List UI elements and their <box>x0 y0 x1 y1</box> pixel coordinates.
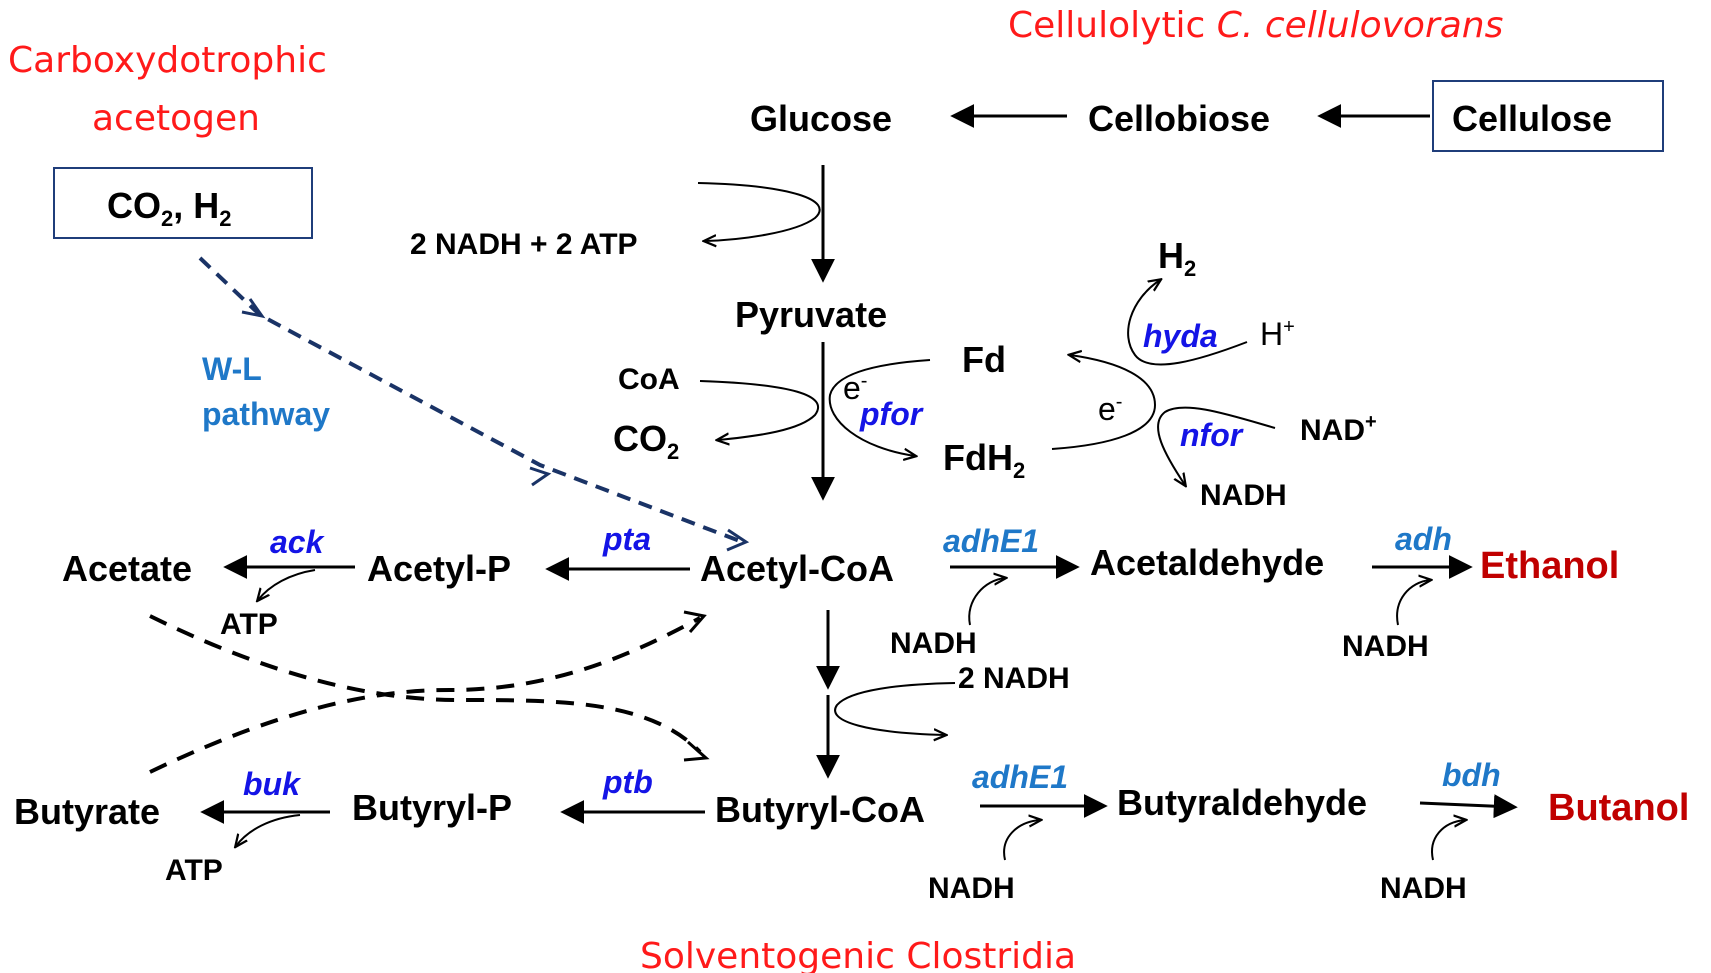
butyrate-to-acetylcoa-dashed <box>149 616 701 774</box>
butyrate-to-acetylcoa-head <box>683 610 707 633</box>
nad-plus-label: NAD+ <box>1300 411 1377 447</box>
nad-to-nadh-arrow <box>1157 406 1276 485</box>
cellulolytic-title: Cellulolytic C. cellulovorans <box>1008 5 1503 46</box>
wl-label-line2: pathway <box>202 396 330 432</box>
wl-arrowhead-1 <box>241 298 266 319</box>
wl-pathway-line <box>198 256 746 545</box>
atp-butyrate-label: ATP <box>165 854 223 887</box>
ack-atp-side-arrow <box>258 569 316 600</box>
nadh-butanol-label: NADH <box>1380 872 1467 905</box>
bdh-enzyme: bdh <box>1442 757 1501 793</box>
wl-arrowhead-2 <box>529 466 552 487</box>
ptb-enzyme: ptb <box>602 764 653 800</box>
adhE1-top-enzyme: adhE1 <box>943 523 1039 559</box>
wl-arrowhead-3 <box>726 528 750 552</box>
adh-enzyme: adh <box>1395 521 1452 557</box>
cellulose-label: Cellulose <box>1452 98 1612 139</box>
h2-label: H2 <box>1158 235 1196 281</box>
cellobiose-label: Cellobiose <box>1088 98 1270 139</box>
butyrate-label: Butyrate <box>14 791 160 832</box>
atp-acetate-label: ATP <box>220 608 278 641</box>
nadh-nfor-label: NADH <box>1200 479 1287 512</box>
carboxydotrophic-title-line2: acetogen <box>92 98 260 139</box>
ethanol-nadh-arrow <box>1396 580 1430 626</box>
butyraldehyde-to-butanol-arrow <box>1419 794 1518 819</box>
acetyl-coa-label: Acetyl-CoA <box>700 548 894 589</box>
e-minus-left: e- <box>843 370 867 406</box>
co2-label: CO2 <box>613 418 679 464</box>
glucose-label: Glucose <box>750 98 892 139</box>
pta-enzyme: pta <box>602 521 651 557</box>
ethanol-label: Ethanol <box>1480 545 1619 587</box>
adhE1-bottom-enzyme: adhE1 <box>972 759 1068 795</box>
buk-enzyme: buk <box>243 766 302 802</box>
two-nadh-side-arrow <box>834 682 956 735</box>
butyraldehyde-nadh-arrow <box>1003 820 1040 861</box>
acetaldehyde-nadh-arrow <box>968 578 1005 626</box>
butyraldehyde-label: Butyraldehyde <box>1117 782 1367 823</box>
carboxydotrophic-title-line1: Carboxydotrophic <box>8 40 327 81</box>
acetate-to-butyrylcoa-head <box>683 740 710 762</box>
acetyl-p-label: Acetyl-P <box>367 548 511 589</box>
wl-label-line1: W-L <box>202 351 262 387</box>
butanol-label: Butanol <box>1548 787 1689 829</box>
acetate-to-butyrylcoa-dashed <box>149 614 702 754</box>
nfor-enzyme: nfor <box>1180 417 1244 453</box>
nadh-atp-label: 2 NADH + 2 ATP <box>410 228 638 261</box>
hyda-enzyme: hyda <box>1143 318 1218 354</box>
buk-atp-side-arrow <box>236 814 301 846</box>
fd-to-fdh2-arrow <box>828 359 931 456</box>
pyruvate-label: Pyruvate <box>735 294 887 335</box>
two-nadh-label: 2 NADH <box>958 662 1070 695</box>
butanol-nadh-arrow <box>1431 820 1465 861</box>
fdh2-label: FdH2 <box>943 437 1025 483</box>
coa-co2-side-arrow <box>699 380 820 440</box>
butyryl-coa-label: Butyryl-CoA <box>715 789 925 830</box>
e-minus-right: e- <box>1098 391 1122 427</box>
cellulose-box <box>1432 80 1664 152</box>
fdh2-to-fd-arrow <box>1051 355 1157 450</box>
hplus-to-h2-arrow <box>1127 280 1248 366</box>
glycolysis-side-arrow <box>697 182 821 241</box>
ack-enzyme: ack <box>270 524 326 560</box>
nadh-butyrald-label: NADH <box>928 872 1015 905</box>
co2-h2-box <box>53 167 313 239</box>
acetaldehyde-label: Acetaldehyde <box>1090 542 1324 583</box>
fd-label: Fd <box>962 339 1006 380</box>
coa-label: CoA <box>618 363 680 396</box>
nadh-acetald-label: NADH <box>890 627 977 660</box>
pfor-enzyme: pfor <box>859 396 924 432</box>
butyryl-p-label: Butyryl-P <box>352 787 512 828</box>
acetate-label: Acetate <box>62 548 192 589</box>
nadh-ethanol-label: NADH <box>1342 630 1429 663</box>
solventogenic-title: Solventogenic Clostridia <box>640 936 1076 973</box>
co2-h2-label: CO2, H2 <box>107 185 232 231</box>
h-plus-label: H+ <box>1260 316 1295 352</box>
